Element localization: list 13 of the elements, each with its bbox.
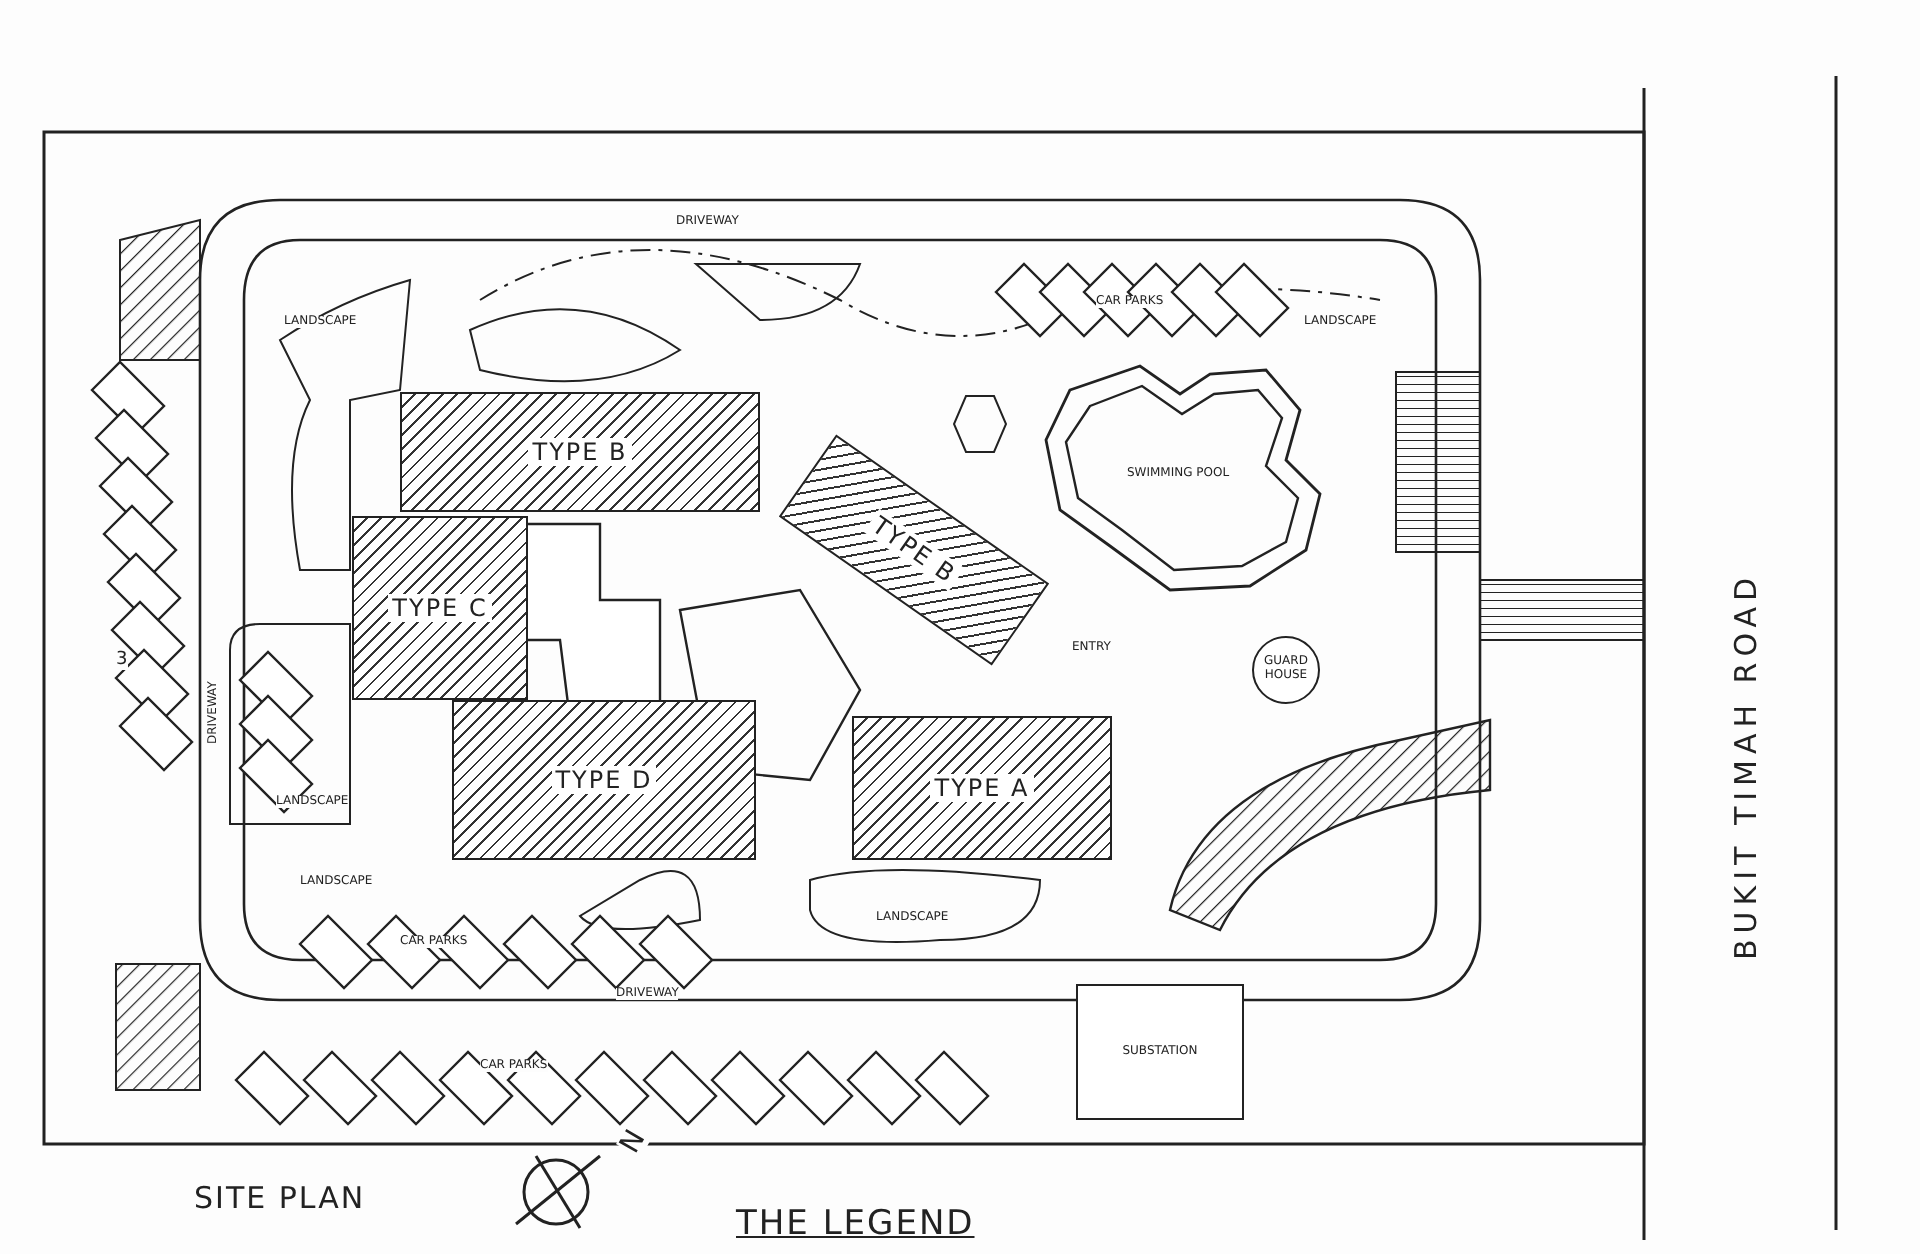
- plan-label: SITE PLAN: [194, 1184, 366, 1214]
- hatched-building-block: [452, 700, 756, 860]
- building-label: TYPE A: [930, 774, 1034, 802]
- plan-label: THE LEGEND: [736, 1208, 975, 1242]
- building-label: TYPE D: [551, 766, 657, 794]
- hatched-building-block: [400, 392, 760, 512]
- hatched-building-block: [852, 716, 1112, 860]
- substation-building: [1076, 984, 1244, 1120]
- plan-label: 3: [116, 652, 128, 670]
- building-label: TYPE B: [528, 438, 632, 466]
- hatched-building-block: [352, 516, 528, 700]
- guard-house-circle: [1252, 636, 1320, 704]
- building-label: TYPE C: [388, 594, 492, 622]
